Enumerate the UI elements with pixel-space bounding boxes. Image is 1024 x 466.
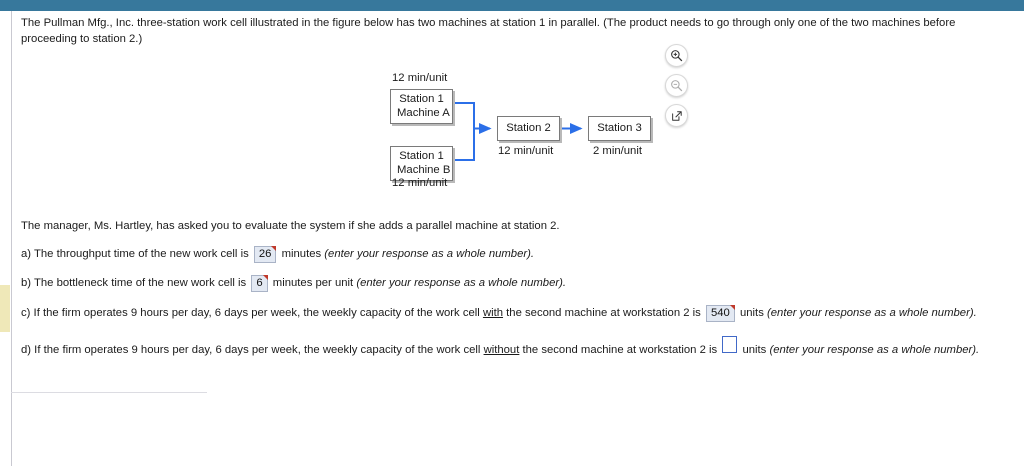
question-c-emphasis: with (482, 307, 504, 319)
question-a-prefix: a) The throughput time of the new work c… (21, 248, 249, 260)
question-d-prefix-2: the second machine at workstation 2 is (522, 344, 718, 356)
question-d-prefix: d) If the firm operates 9 hours per day,… (21, 344, 481, 356)
zoom-out-button[interactable] (665, 74, 688, 97)
caption-machine-a: 12 min/unit (392, 72, 448, 84)
node-station1-machine-a-line1: Station 1 (399, 93, 444, 105)
question-b-prefix: b) The bottleneck time of the new work c… (21, 277, 247, 289)
question-b-unit: minutes per unit (272, 277, 354, 289)
node-station1-machine-b-line1: Station 1 (399, 150, 444, 162)
node-station1-machine-a-line2: Machine A (397, 107, 450, 119)
left-border-rule (11, 11, 12, 466)
manager-statement: The manager, Ms. Hartley, has asked you … (21, 220, 560, 232)
question-b: b) The bottleneck time of the new work c… (21, 275, 566, 292)
question-c-prefix: c) If the firm operates 9 hours per day,… (21, 307, 480, 319)
diagram-connectors (455, 102, 583, 161)
left-highlight-strip (0, 285, 10, 332)
answer-input-d[interactable] (722, 336, 738, 353)
question-d-emphasis: without (483, 344, 520, 356)
node-station2: Station 2 (497, 116, 560, 141)
node-station3: Station 3 (588, 116, 651, 141)
question-c-hint: (enter your response as a whole number). (767, 307, 977, 319)
question-d-unit: units (742, 344, 767, 356)
caption-station2: 12 min/unit (498, 145, 554, 157)
answer-input-b[interactable]: 6 (251, 275, 268, 292)
zoom-out-icon (671, 80, 683, 92)
zoom-in-button[interactable] (665, 44, 688, 67)
question-a-unit: minutes (281, 248, 322, 260)
question-d: d) If the firm operates 9 hours per day,… (21, 336, 979, 359)
question-c-unit: units (739, 307, 764, 319)
node-station1-machine-b-line2: Machine B (397, 164, 451, 176)
answer-input-c[interactable]: 540 (705, 305, 735, 322)
caption-station3: 2 min/unit (593, 145, 642, 157)
open-in-new-window-button[interactable] (665, 104, 688, 127)
question-c-prefix-2: the second machine at workstation 2 is (506, 307, 701, 319)
content-divider (11, 392, 207, 393)
question-a-hint: (enter your response as a whole number). (324, 248, 535, 260)
question-c: c) If the firm operates 9 hours per day,… (21, 305, 977, 322)
node-station3-label: Station 3 (597, 122, 642, 134)
zoom-in-icon (671, 50, 683, 62)
node-station2-label: Station 2 (506, 122, 551, 134)
question-d-hint: (enter your response as a whole number). (769, 344, 980, 356)
node-station1-machine-b: Station 1 Machine B (390, 146, 453, 181)
problem-statement: The Pullman Mfg., Inc. three-station wor… (21, 17, 956, 45)
answer-input-a[interactable]: 26 (253, 246, 277, 263)
caption-machine-b: 12 min/unit (392, 177, 448, 189)
work-cell-diagram: 12 min/unit Station 1 Machine A Station … (390, 68, 680, 193)
external-link-icon (671, 110, 682, 121)
node-station1-machine-a: Station 1 Machine A (390, 89, 453, 124)
top-accent-bar (0, 0, 1024, 11)
question-a: a) The throughput time of the new work c… (21, 246, 534, 263)
question-b-hint: (enter your response as a whole number). (356, 277, 567, 289)
